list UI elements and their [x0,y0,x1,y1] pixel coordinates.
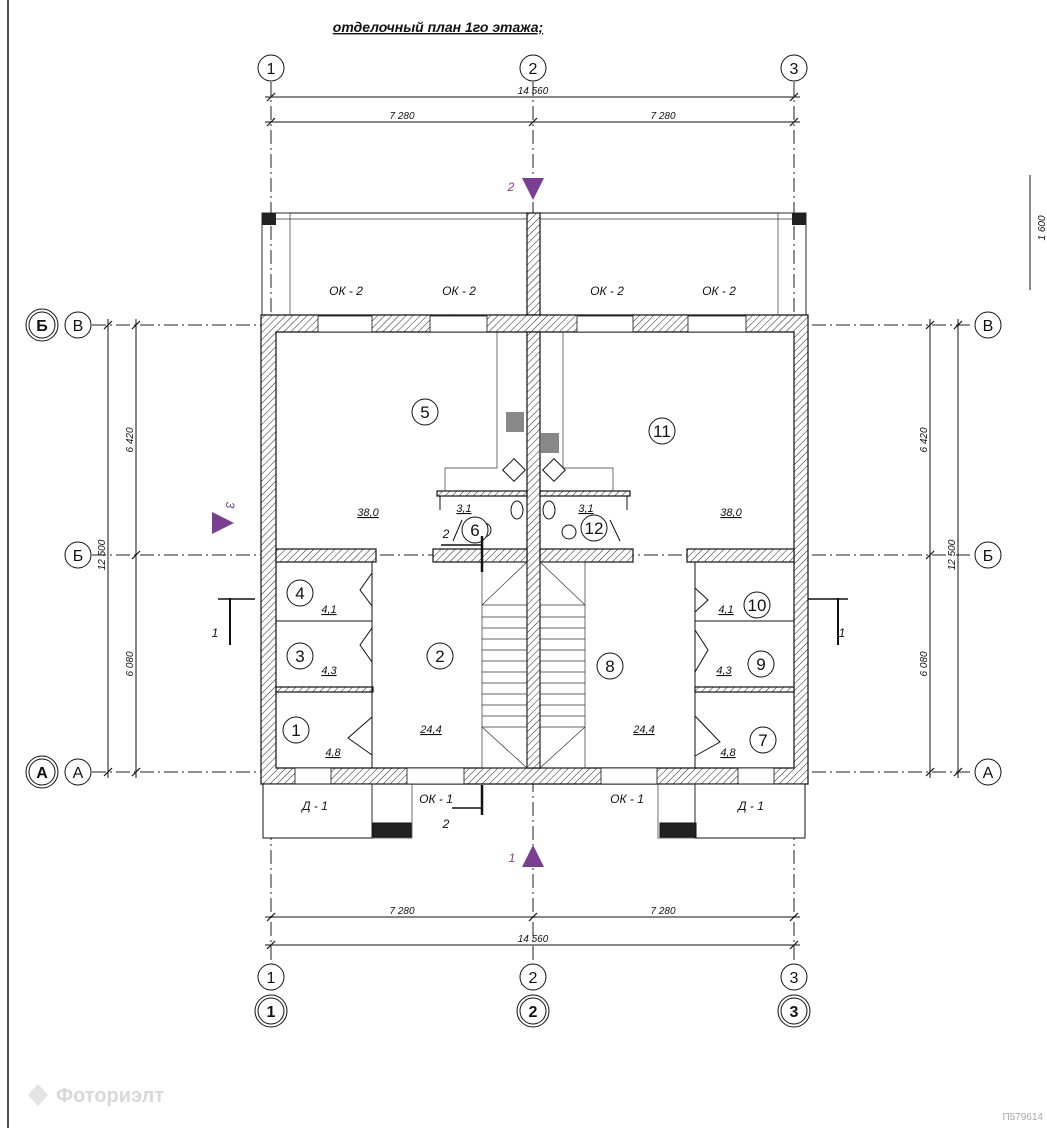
section-2-arrow-icon [522,178,544,200]
section-markers [212,178,848,867]
axis-label-v-left: В [73,318,84,335]
axis-label-v-right: В [983,318,994,335]
room-area-4: 4,1 [321,604,336,616]
axis-label-1-double: 1 [267,1004,276,1021]
dim-half-width-top-left: 7 280 [389,111,414,122]
cut-label-1-left: 1 [212,626,219,640]
door-label-d1-right: Д - 1 [736,799,764,813]
axis-label-2-double: 2 [529,1004,538,1021]
section-label-1-bottom: 1 [509,851,516,865]
axis-label-a-right: А [983,765,994,782]
stairs [481,561,586,769]
room-area-8: 24,4 [632,724,654,736]
axis-label-b-double: Б [36,318,48,335]
dim-total-depth-left: 12 500 [97,539,108,570]
section-label-3: 3 [223,502,237,509]
cut-label-2-top: 2 [442,527,450,541]
axis-label-a-double: А [36,765,48,782]
dim-half-width-top-right: 7 280 [650,111,675,122]
window-label-ok2-4: ОК - 2 [702,284,736,298]
window-label-ok1-right: ОК - 1 [610,792,644,806]
section-3-arrow-icon [212,512,234,534]
axis-label-2-top: 2 [529,61,538,78]
room-number-2: 2 [435,647,444,666]
room-area-10: 4,1 [718,604,733,616]
watermark-logo-icon [28,1084,48,1106]
room-area-6: 3,1 [456,503,471,515]
axis-label-b-left: Б [73,548,84,565]
top-windows [294,315,775,785]
room-area-7: 4,8 [720,747,736,759]
door-label-d1-left: Д - 1 [300,799,328,813]
room-number-12: 12 [585,519,604,538]
dim-depth-bottom-right: 6 080 [919,651,930,676]
room-area-12: 3,1 [578,503,593,515]
axis-label-a-left: А [73,765,84,782]
room-number-8: 8 [605,657,614,676]
room-area-5: 38,0 [357,507,379,519]
dim-total-depth-right: 12 500 [947,539,958,570]
dim-depth-top-left: 6 420 [125,427,136,452]
watermark-text: Фоториэлт [56,1085,164,1107]
room-number-6: 6 [470,521,479,540]
room-number-1: 1 [291,721,300,740]
axis-label-3-double: 3 [790,1004,799,1021]
room-number-5: 5 [420,403,429,422]
dim-side-note: 1 600 [1037,215,1047,240]
axis-label-3-bottom: 3 [790,970,799,987]
section-label-2-top: 2 [507,180,515,194]
room-number-9: 9 [756,655,765,674]
room-area-11: 38,0 [720,507,742,519]
room-area-9: 4,3 [716,665,732,677]
plan-title: отделочный план 1го этажа; [333,19,543,35]
window-label-ok1-left: ОК - 1 [419,792,453,806]
cut-label-1-right: 1 [839,626,846,640]
dim-total-width-bottom: 14 560 [518,934,549,945]
cut-label-2-bottom: 2 [442,817,450,831]
dim-half-width-bottom-left: 7 280 [389,906,414,917]
porches [262,783,806,839]
room-markers [282,398,777,754]
room-number-10: 10 [748,596,767,615]
room-area-1: 4,8 [325,747,341,759]
axis-label-2-bottom: 2 [529,970,538,987]
room-area-3: 4,3 [321,665,337,677]
image-code: П579614 [1002,1112,1043,1123]
room-number-11: 11 [653,422,671,441]
dimension-lines [103,92,963,950]
dim-total-width-top: 14 560 [518,86,549,97]
room-number-3: 3 [295,647,304,666]
interior-walls [275,332,795,768]
room-number-4: 4 [295,584,304,603]
dim-half-width-bottom-right: 7 280 [650,906,675,917]
exterior-walls [260,314,809,785]
window-label-ok2-2: ОК - 2 [442,284,476,298]
window-label-ok2-1: ОК - 2 [329,284,363,298]
axis-label-1-top: 1 [267,61,276,78]
axis-bubbles [25,54,1002,1028]
room-area-2: 24,4 [419,724,441,736]
dim-depth-bottom-left: 6 080 [125,651,136,676]
terrace [261,212,807,316]
section-1-arrow-icon [522,845,544,867]
axis-label-b-right: Б [983,548,994,565]
room-number-7: 7 [758,731,767,750]
axis-label-3-top: 3 [790,61,799,78]
axis-label-1-bottom: 1 [267,970,276,987]
dim-depth-top-right: 6 420 [919,427,930,452]
window-label-ok2-3: ОК - 2 [590,284,624,298]
